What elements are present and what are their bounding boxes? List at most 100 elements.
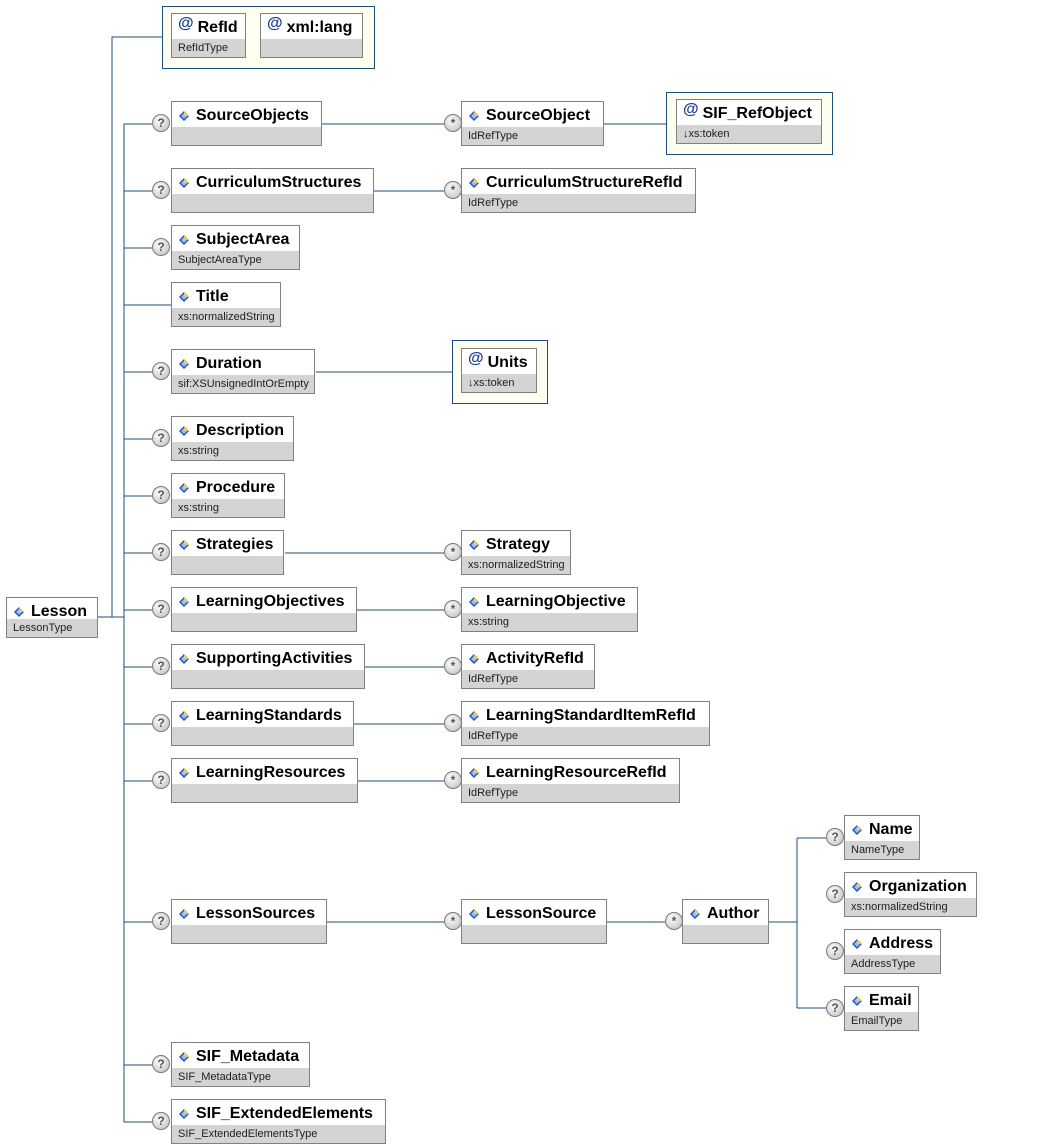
optional-badge: ? bbox=[152, 238, 170, 256]
element-icon bbox=[178, 710, 192, 721]
element-author[interactable]: Author bbox=[682, 899, 769, 944]
node-name: Description bbox=[196, 421, 285, 439]
node-name: Procedure bbox=[196, 478, 276, 496]
element-icon bbox=[178, 908, 192, 919]
node-type: LessonType bbox=[7, 619, 97, 637]
attribute-icon: @ bbox=[683, 100, 699, 118]
node-name: LearningObjectives bbox=[196, 592, 345, 610]
node-name: Strategies bbox=[196, 535, 274, 553]
optional-badge: ? bbox=[152, 771, 170, 789]
node-type: SubjectAreaType bbox=[172, 251, 299, 269]
element-organization[interactable]: Organization xs:normalizedString bbox=[844, 872, 977, 917]
node-name: CurriculumStructures bbox=[196, 173, 362, 191]
multiplicity-badge: * bbox=[665, 912, 683, 930]
element-lessonsources[interactable]: LessonSources bbox=[171, 899, 327, 944]
element-strategy[interactable]: Strategy xs:normalizedString bbox=[461, 530, 571, 575]
element-learningresources[interactable]: LearningResources bbox=[171, 758, 358, 803]
node-type bbox=[172, 784, 357, 802]
element-icon bbox=[468, 908, 482, 919]
node-type: xs:string bbox=[462, 613, 637, 631]
element-curriculumstructures[interactable]: CurriculumStructures bbox=[171, 168, 374, 213]
node-type bbox=[172, 613, 356, 631]
node-name: SIF_ExtendedElements bbox=[196, 1104, 373, 1122]
element-icon bbox=[178, 1108, 192, 1119]
node-name: Title bbox=[196, 287, 229, 305]
optional-badge: ? bbox=[152, 486, 170, 504]
element-icon bbox=[178, 110, 192, 121]
element-lessonsource[interactable]: LessonSource bbox=[461, 899, 607, 944]
node-type bbox=[172, 556, 283, 574]
optional-badge: ? bbox=[152, 181, 170, 199]
multiplicity-badge: * bbox=[444, 912, 462, 930]
node-name: LearningResourceRefId bbox=[486, 763, 667, 781]
node-type: IdRefType bbox=[462, 784, 679, 802]
optional-badge: ? bbox=[152, 362, 170, 380]
node-type: xs:normalizedString bbox=[462, 556, 570, 574]
attribute-xml-lang[interactable]: @xml:lang bbox=[260, 13, 363, 58]
optional-badge: ? bbox=[152, 1055, 170, 1073]
element-icon bbox=[178, 234, 192, 245]
node-type: SIF_ExtendedElementsType bbox=[172, 1125, 385, 1143]
node-type: xs:string bbox=[172, 442, 293, 460]
element-icon bbox=[851, 824, 865, 835]
element-icon bbox=[178, 1051, 192, 1062]
element-icon bbox=[689, 908, 703, 919]
element-icon bbox=[468, 710, 482, 721]
node-name: Organization bbox=[869, 877, 967, 895]
node-name: SIF_Metadata bbox=[196, 1047, 300, 1065]
element-icon bbox=[851, 938, 865, 949]
node-name: Strategy bbox=[486, 535, 551, 553]
node-name: xml:lang bbox=[286, 18, 353, 36]
element-learningobjectives[interactable]: LearningObjectives bbox=[171, 587, 357, 632]
element-icon bbox=[178, 291, 192, 302]
multiplicity-badge: * bbox=[444, 543, 462, 561]
node-type bbox=[172, 194, 373, 212]
node-type: ↓xs:token bbox=[462, 374, 536, 392]
node-type: xs:normalizedString bbox=[845, 898, 976, 916]
optional-badge: ? bbox=[152, 657, 170, 675]
optional-badge: ? bbox=[152, 714, 170, 732]
element-description[interactable]: Description xs:string bbox=[171, 416, 294, 461]
multiplicity-badge: * bbox=[444, 657, 462, 675]
element-icon bbox=[468, 653, 482, 664]
node-name: SubjectArea bbox=[196, 230, 290, 248]
optional-badge: ? bbox=[152, 912, 170, 930]
attribute-sif-refobject[interactable]: @SIF_RefObject↓xs:token bbox=[676, 99, 822, 144]
attribute-units[interactable]: @Units↓xs:token bbox=[461, 348, 537, 393]
element-supportingactivities[interactable]: SupportingActivities bbox=[171, 644, 365, 689]
multiplicity-badge: * bbox=[444, 714, 462, 732]
element-icon bbox=[468, 767, 482, 778]
element-learningstandards[interactable]: LearningStandards bbox=[171, 701, 354, 746]
element-icon bbox=[851, 995, 865, 1006]
node-name: SourceObject bbox=[486, 106, 591, 124]
element-sourceobjects[interactable]: SourceObjects bbox=[171, 101, 322, 146]
node-name: Address bbox=[869, 934, 934, 952]
element-icon bbox=[13, 606, 27, 617]
optional-badge: ? bbox=[826, 828, 844, 846]
element-strategies[interactable]: Strategies bbox=[171, 530, 284, 575]
node-type: NameType bbox=[845, 841, 919, 859]
node-type: IdRefType bbox=[462, 194, 695, 212]
node-type: ↓xs:token bbox=[677, 125, 821, 143]
element-icon bbox=[178, 653, 192, 664]
attribute-icon: @ bbox=[468, 349, 484, 367]
node-type: EmailType bbox=[845, 1012, 918, 1030]
